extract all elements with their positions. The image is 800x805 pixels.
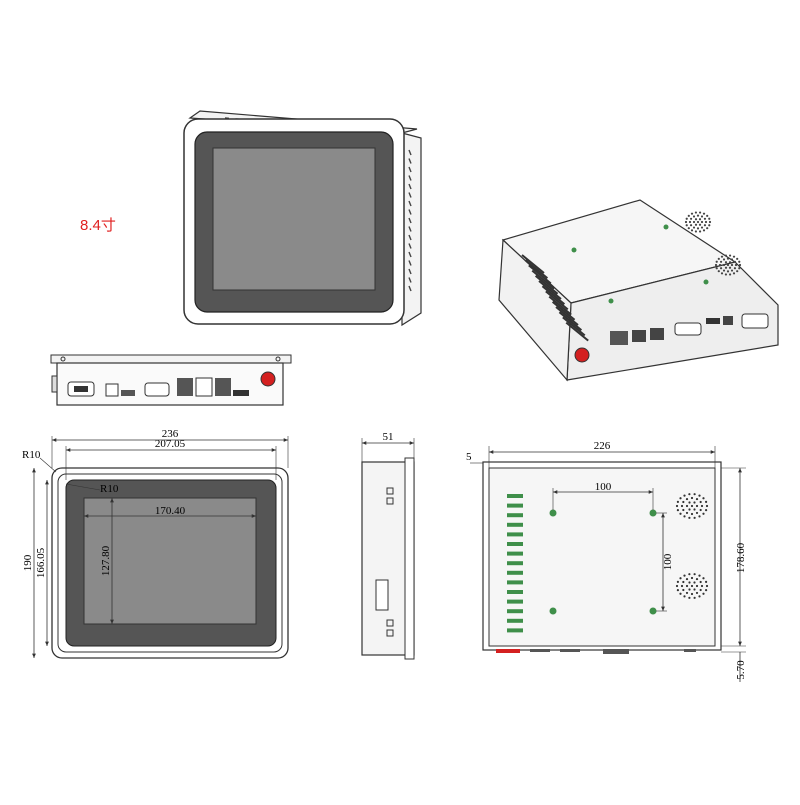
dim-height-outer: 190 [22,554,34,571]
dim-hole-h-spacing: 100 [595,481,612,493]
dim-flange: 5 [466,451,472,463]
dim-width-inner: 207.05 [155,438,186,450]
dim-hole-v-spacing: 100 [662,553,674,570]
front-orthographic-view: 236 207.05 R10 R10 170.40 190 166.05 127… [22,428,288,658]
dim-screen-height: 127.80 [100,545,112,576]
dim-back-width: 226 [594,440,611,452]
io-panel-view [51,355,291,405]
rear-perspective-view [499,200,778,380]
side-view: 51 [362,431,414,659]
dim-screen-width: 170.40 [155,505,186,517]
back-orthographic-view: 226 5 100 100 178.60 5.70 [466,440,747,682]
size-label: 8.4寸 [80,214,116,235]
dim-corner-outer: R10 [22,449,41,461]
dim-corner-inner: R10 [100,483,119,495]
front-perspective-view [184,111,421,325]
dim-bottom-offset: 5.70 [735,660,747,680]
dim-height-inner: 166.05 [35,547,47,578]
dim-back-height: 178.60 [735,542,747,573]
dim-depth: 51 [383,431,394,443]
